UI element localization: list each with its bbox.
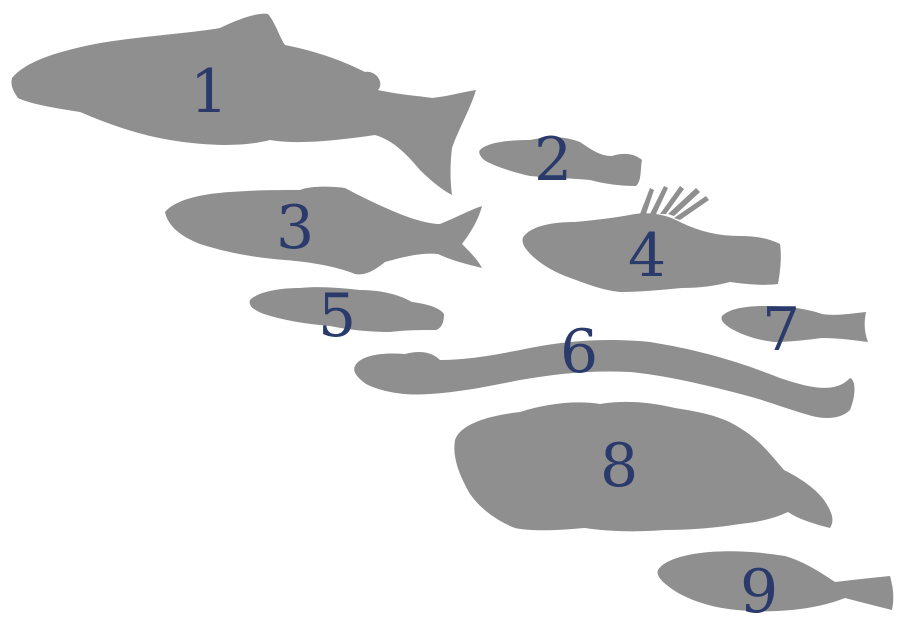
label-1: 1 — [190, 57, 228, 127]
label-8: 8 — [600, 431, 638, 501]
fish-silhouette-8 — [454, 402, 832, 531]
label-2: 2 — [534, 125, 572, 195]
fish-silhouette-3 — [165, 187, 482, 275]
fish-silhouette-1 — [11, 14, 476, 195]
label-5: 5 — [318, 281, 356, 351]
label-7: 7 — [762, 295, 800, 365]
label-3: 3 — [276, 193, 314, 263]
label-6: 6 — [560, 317, 598, 387]
label-9: 9 — [740, 557, 778, 624]
label-4: 4 — [628, 221, 666, 291]
